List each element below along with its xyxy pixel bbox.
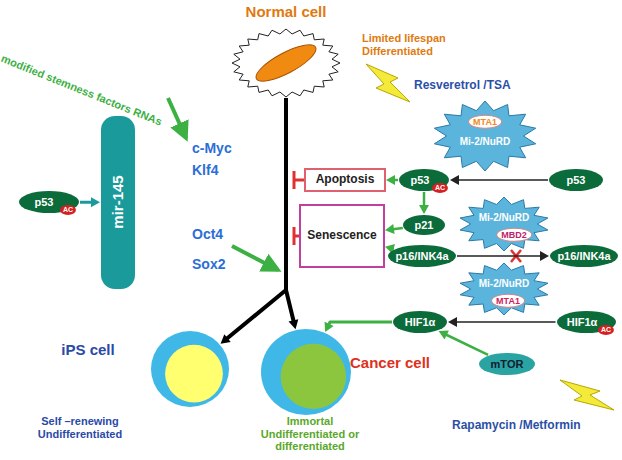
acetyl-tag: AC	[432, 183, 448, 193]
protein-oval: p53AC	[398, 168, 450, 192]
cell-note: Limited lifespan Differentiated	[362, 32, 472, 57]
protein-name: p16/INK4a	[395, 250, 448, 263]
box-label: Senescence	[307, 229, 376, 243]
protein-name: HIF1α	[405, 316, 436, 329]
protein-name: p21	[415, 219, 434, 232]
kinase-name: mTOR	[491, 358, 524, 371]
cell-note: Self –renewing Undifferentiated	[10, 415, 150, 440]
box-label: Apoptosis	[316, 173, 375, 187]
acetyl-tag: AC	[60, 205, 76, 215]
cell-title: iPS cell	[61, 341, 114, 358]
note-label: modified stemness factors RNAs	[0, 52, 164, 128]
protein-oval: p16/INK4a	[387, 244, 457, 268]
complex-name: Mi-2/NuRD	[460, 136, 511, 148]
connector	[385, 224, 403, 234]
protein-name: HIF1α	[567, 316, 598, 329]
drug-label: Resveretrol /TSA	[414, 78, 511, 92]
complex-star: Mi-2/NuRD MBD2	[458, 196, 550, 252]
connector	[286, 98, 298, 329]
factor-label: Sox2	[192, 256, 225, 272]
ips-cell: iPS cellSelf –renewing Undifferentiated	[10, 320, 250, 450]
complex-star-outline	[458, 196, 550, 252]
cancer-cell-outline	[260, 328, 352, 416]
subunit-tag: MBD2	[496, 228, 532, 242]
factor-label: Klf4	[192, 162, 218, 178]
cell-title: Normal cell	[246, 3, 327, 20]
protein-oval: p53AC	[18, 190, 80, 214]
connector	[221, 98, 286, 344]
connector	[448, 317, 556, 327]
connector	[80, 197, 100, 207]
protein-oval: HIF1αAC	[556, 310, 617, 334]
connector	[419, 192, 429, 214]
complex-name: Mi-2/NuRD	[479, 278, 530, 290]
connector	[439, 330, 489, 355]
acetyl-tag: AC	[598, 325, 614, 335]
mirna-name: mir-145	[109, 175, 126, 228]
connector	[325, 322, 392, 332]
kinase-oval: mTOR	[478, 352, 536, 376]
protein-oval: p16/INK4a	[549, 244, 619, 268]
connector	[386, 175, 398, 185]
connector	[457, 251, 549, 261]
inhibition-apoptosis	[294, 171, 304, 189]
protein-name: p53	[567, 174, 586, 187]
protein-name: p53	[35, 196, 54, 209]
complex-star: Mi-2/NuRDMTA1	[458, 262, 550, 316]
cell-title: Cancer cell	[350, 354, 430, 371]
process-box: Apoptosis	[304, 168, 386, 192]
factor-label: c-Myc	[192, 140, 232, 156]
complex-star: Mi-2/NuRDMTA1	[432, 100, 538, 172]
lightning-bolt	[560, 380, 614, 410]
connector	[450, 175, 548, 185]
stemness-arrow	[168, 98, 186, 138]
complex-star-outline	[432, 100, 538, 172]
protein-oval: p53	[548, 168, 604, 192]
factor-label: Oct4	[192, 226, 223, 242]
protein-name: p16/INK4a	[557, 250, 610, 263]
complex-name: Mi-2/NuRD	[479, 212, 530, 224]
normal-cell-outline	[231, 28, 341, 98]
protein-oval: p21	[402, 214, 446, 236]
protein-oval: HIF1α	[392, 310, 448, 334]
mirna-bar: mir-145	[100, 115, 136, 290]
drug-label: Rapamycin /Metformin	[452, 418, 581, 432]
ips-cell-outline	[150, 330, 230, 408]
lightning-bolt	[366, 64, 410, 102]
cancer-cell: Cancer cellImmortal Undifferentiated or …	[250, 318, 450, 453]
oct4-sox2-arrow	[232, 246, 278, 270]
cell-note: Immortal Undifferentiated or differentia…	[245, 415, 375, 453]
protein-name: p53	[411, 174, 430, 187]
process-box: Senescence	[299, 204, 385, 268]
